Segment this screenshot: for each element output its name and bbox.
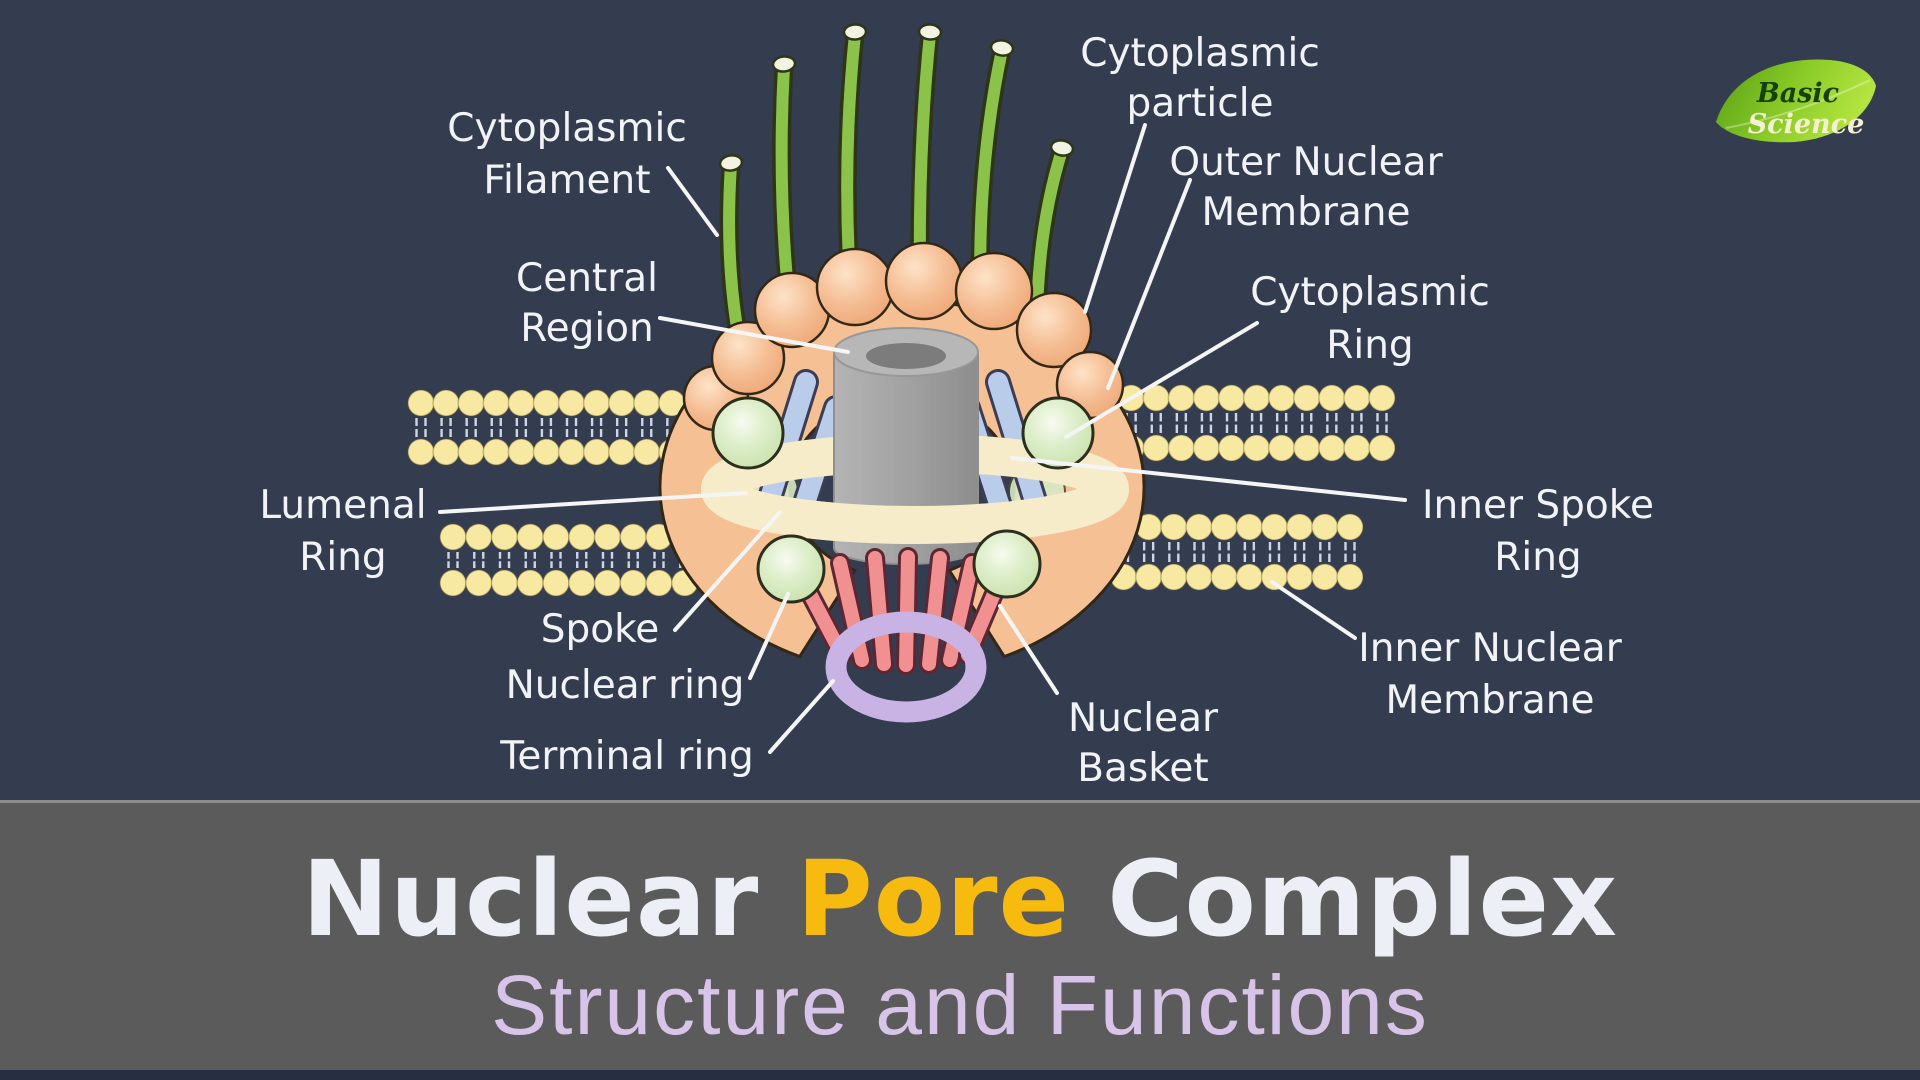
leaf-icon xyxy=(1716,59,1876,143)
leader-cytoplasmic-particle xyxy=(1083,123,1147,314)
logo-text-basic: Basic xyxy=(1756,78,1839,109)
label-spoke: Spoke xyxy=(541,607,660,652)
label-cytoplasmic-particle: Cytoplasmic xyxy=(1080,31,1320,76)
label-terminal-ring: Terminal ring xyxy=(499,734,754,779)
label-lumenal-ring: Ring xyxy=(299,535,386,580)
leader-terminal-ring xyxy=(768,679,835,754)
nuclear-ring-subunit-right xyxy=(972,529,1042,599)
leader-nuclear-basket xyxy=(998,604,1059,695)
title-part-pore: Pore xyxy=(796,838,1071,960)
label-cytoplasmic-ring: Ring xyxy=(1326,323,1413,368)
leader-nuclear-ring xyxy=(748,592,790,680)
label-nuclear-ring: Nuclear ring xyxy=(506,663,745,708)
cytoplasmic-ring-subunit-left xyxy=(711,396,785,470)
leader-central-region xyxy=(658,316,850,354)
label-outer-nuclear-membrane: Outer Nuclear xyxy=(1169,140,1443,185)
leader-lumenal-ring xyxy=(438,491,748,514)
label-cytoplasmic-filament: Cytoplasmic xyxy=(447,106,687,151)
label-inner-nuclear-membrane: Membrane xyxy=(1385,678,1594,723)
label-central-region: Central xyxy=(516,256,658,301)
leader-inner-nuclear-membrane xyxy=(1270,580,1357,640)
label-inner-spoke-ring: Ring xyxy=(1494,535,1581,580)
leader-inner-spoke-ring xyxy=(1010,456,1407,502)
leader-spoke xyxy=(673,510,782,632)
cytoplasmic-ring-subunit-right xyxy=(1021,396,1095,470)
label-nuclear-basket: Basket xyxy=(1077,746,1208,791)
lumenal-ring-front xyxy=(701,470,1129,544)
label-nuclear-basket: Nuclear xyxy=(1068,696,1219,741)
terminal-ring-shape xyxy=(825,611,987,723)
bottom-edge-strip xyxy=(0,1070,1920,1080)
label-cytoplasmic-filament: Filament xyxy=(483,158,650,203)
basic-science-logo: Basic Science xyxy=(1716,59,1876,143)
label-inner-spoke-ring: Inner Spoke xyxy=(1422,483,1654,528)
ring-subunit-spheres xyxy=(711,396,1095,604)
page-title: Nuclear Pore Complex xyxy=(0,847,1920,951)
nuclear-ring-subunit-left xyxy=(756,534,826,604)
title-banner: Nuclear Pore Complex Structure and Funct… xyxy=(0,800,1920,1070)
title-part-nuclear: Nuclear xyxy=(301,838,797,960)
label-cytoplasmic-ring: Cytoplasmic xyxy=(1250,270,1490,315)
label-central-region: Region xyxy=(520,306,654,351)
leader-cytoplasmic-filament xyxy=(666,166,719,237)
label-lumenal-ring: Lumenal xyxy=(259,483,426,528)
label-outer-nuclear-membrane: Membrane xyxy=(1201,190,1410,235)
label-inner-nuclear-membrane: Inner Nuclear xyxy=(1358,626,1622,671)
label-cytoplasmic-particle: particle xyxy=(1126,81,1273,126)
leader-cytoplasmic-ring xyxy=(1064,321,1259,439)
leader-lines xyxy=(438,123,1407,754)
cytoplasmic-particles xyxy=(682,241,1125,432)
page-subtitle: Structure and Functions xyxy=(491,958,1429,1052)
central-channel-hole xyxy=(866,343,946,369)
logo-text-science: Science xyxy=(1748,109,1865,140)
filament-tip-icon xyxy=(718,23,1075,172)
leader-outer-nuclear-membrane xyxy=(1106,178,1192,390)
title-part-complex: Complex xyxy=(1070,838,1619,960)
